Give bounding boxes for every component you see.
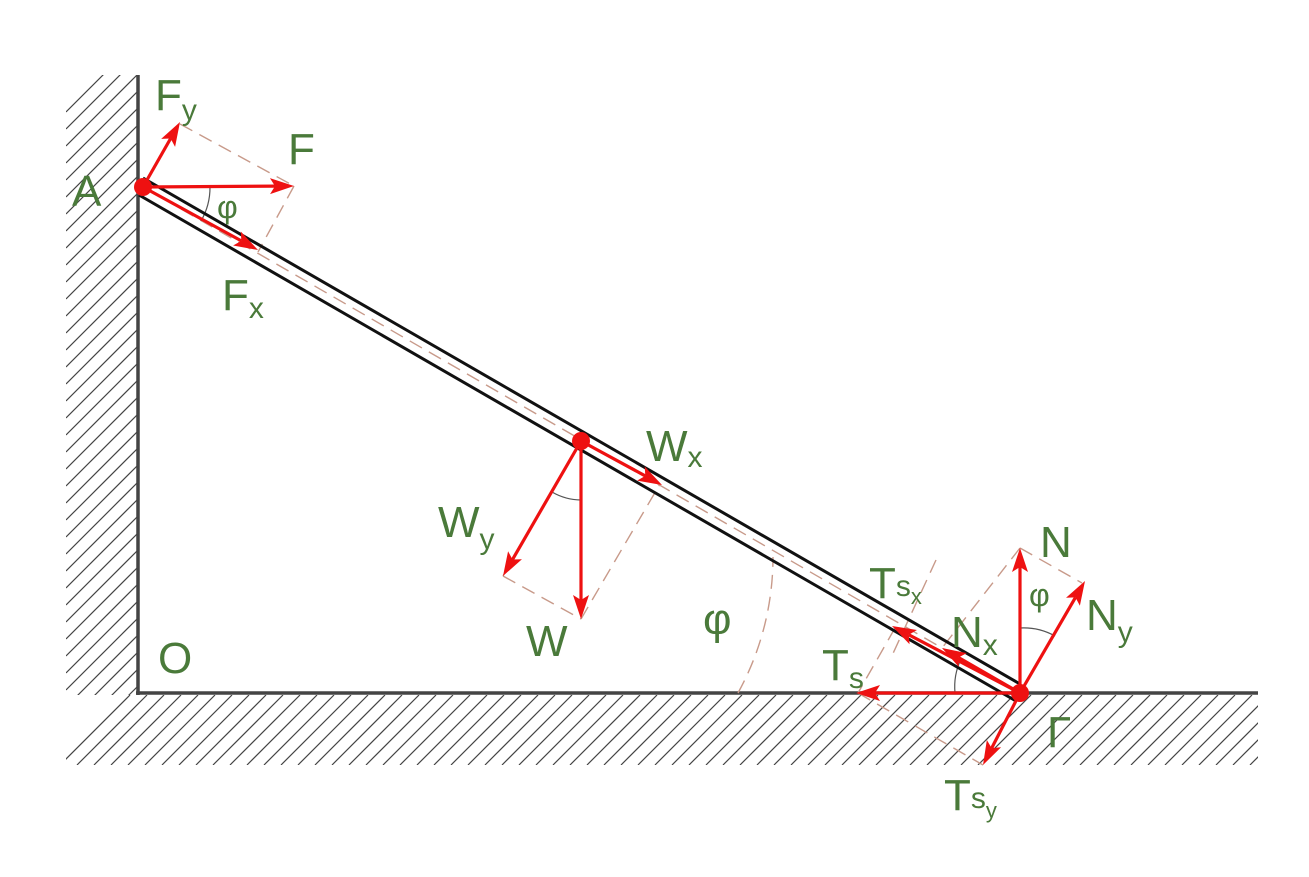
point-A — [134, 178, 152, 196]
force-Fy — [141, 122, 180, 188]
force-Wx — [580, 439, 662, 485]
construction-lines — [142, 123, 1083, 766]
label-A: A — [72, 167, 102, 216]
label-Nx: Nx — [951, 608, 998, 662]
label-F: F — [288, 125, 315, 174]
label-Tsy: Tsy — [944, 771, 997, 823]
force-F — [142, 178, 294, 195]
force-Ny — [1018, 581, 1085, 694]
label-phi-A: φ — [217, 189, 238, 225]
force-Ts — [856, 685, 1020, 701]
forces — [141, 122, 1085, 765]
label-Wx: Wx — [646, 422, 703, 474]
force-Tsy — [983, 692, 1022, 765]
force-Tsx — [892, 626, 1021, 695]
label-Gamma: Γ — [1047, 708, 1071, 757]
label-Tsx: Tsx — [869, 559, 922, 609]
force-W — [573, 441, 589, 619]
angle-arcs — [200, 186, 1056, 694]
force-Wy — [503, 440, 583, 576]
point-Gamma — [1011, 684, 1029, 702]
label-Fy: Fy — [155, 71, 197, 127]
label-phi-ground: φ — [703, 595, 732, 644]
label-O: O — [158, 634, 192, 683]
label-N: N — [1040, 518, 1072, 567]
label-Ts: Ts — [822, 641, 864, 695]
wall-hatching — [66, 75, 138, 695]
label-phi-N: φ — [1029, 577, 1050, 613]
center-of-mass — [572, 432, 590, 450]
force-N — [1012, 548, 1028, 693]
label-Ny: Ny — [1086, 591, 1133, 649]
label-Fx: Fx — [222, 271, 264, 325]
force-Fx — [142, 185, 258, 250]
label-W: W — [526, 617, 568, 666]
floor-hatching — [66, 695, 1258, 765]
label-Wy: Wy — [438, 498, 495, 556]
